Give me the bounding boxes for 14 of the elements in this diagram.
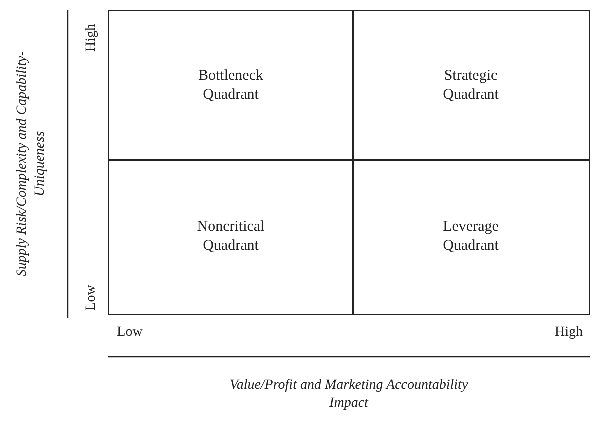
axis-tick-label: High xyxy=(554,324,584,342)
axis-title: Value/Profit and Marketing Accountability Impact xyxy=(228,377,470,413)
quadrant-box xyxy=(108,159,354,315)
axis-tick-label: Low xyxy=(116,324,144,342)
quadrant-box xyxy=(108,10,354,161)
axis-title: Supply Risk/Complexity and Capability-Uniqueness xyxy=(14,50,49,279)
quadrant-box xyxy=(352,159,590,315)
axis-tick-label: High xyxy=(83,23,100,54)
quadrant-box xyxy=(352,10,590,161)
quadrant-label: Leverage Quadrant xyxy=(442,218,500,256)
quadrant-label: Strategic Quadrant xyxy=(442,66,500,104)
quadrant-label: Noncritical Quadrant xyxy=(196,218,266,256)
axis-tick-label: Low xyxy=(83,284,100,313)
quadrant-label: Bottleneck Quadrant xyxy=(198,66,264,104)
